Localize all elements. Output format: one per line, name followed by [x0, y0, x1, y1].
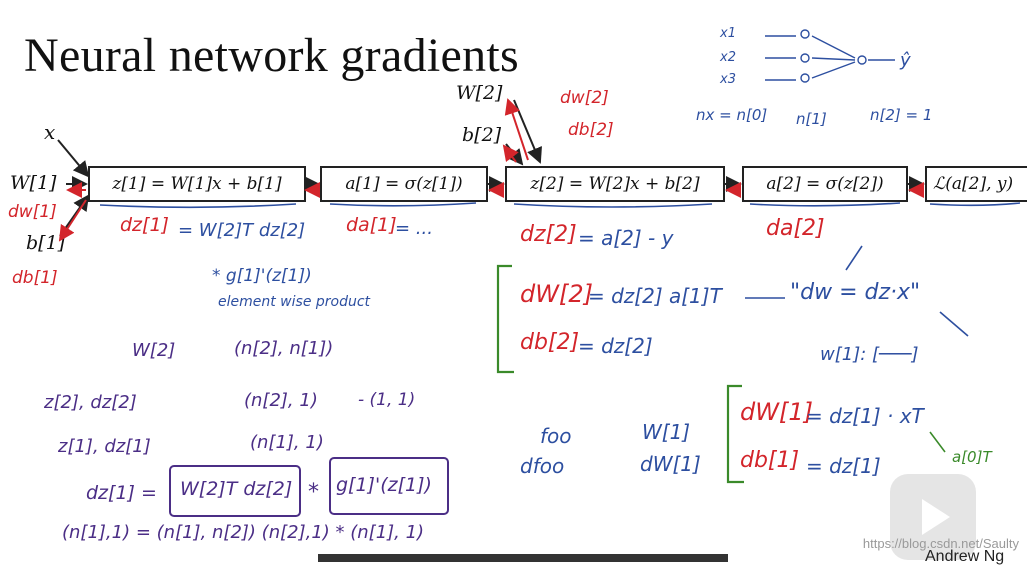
dw-rule-note: "dw = dz·x": [790, 280, 921, 305]
dw2-annotation: dw[2]: [560, 88, 609, 108]
dW1-equation: = dz[1] · xT: [806, 404, 924, 428]
n1-1-shape: (n[1], 1): [250, 432, 324, 453]
n2n1-shape: (n[2], n[1]): [234, 338, 334, 359]
watermark: https://blog.csdn.net/Saulty: [862, 536, 1019, 551]
net-x1: x1: [720, 26, 736, 41]
x-input-label: x: [44, 120, 56, 144]
dW1-label-blue: dW[1]: [640, 452, 701, 476]
dz2-equation: = a[2] - y: [578, 226, 674, 250]
hadamard-times: *: [308, 480, 319, 505]
da2-label: da[2]: [766, 216, 825, 241]
a0T-note: a[0]T: [952, 448, 992, 466]
b2-input-label: b[2]: [462, 124, 502, 146]
dW2-equation: = dz[2] a[1]T: [588, 284, 722, 308]
n2-1-shape: (n[2], 1): [244, 390, 318, 411]
db2-label: db[2]: [520, 330, 580, 355]
z1-node: z[1] = W[1]x + b[1]: [88, 166, 306, 202]
da1-equation: = ...: [395, 218, 433, 239]
db2-annotation: db[2]: [568, 120, 614, 140]
w2-input-label: W[2]: [456, 82, 503, 104]
W2T-dz2-term: W[2]T dz[2]: [180, 478, 293, 500]
foo-label: foo: [540, 424, 572, 448]
z1dz1-label: z[1], dz[1]: [58, 436, 151, 457]
slide-title: Neural network gradients: [24, 29, 520, 82]
play-button[interactable]: [890, 474, 976, 560]
w1-input-label: W[1]: [10, 172, 57, 194]
w1-shape-note: w[1]: [───]: [820, 344, 919, 365]
n1-note: n[1]: [796, 110, 827, 128]
elementwise-note: element wise product: [218, 294, 371, 310]
n2-note: n[2] = 1: [870, 106, 933, 124]
dz1-label: dz[1]: [120, 214, 169, 236]
loss-node: ℒ(a[2], y): [925, 166, 1027, 202]
a1-node: a[1] = σ(z[1]): [320, 166, 488, 202]
z2dz2-label: z[2], dz[2]: [44, 392, 137, 413]
net-x3: x3: [720, 72, 736, 87]
db2-equation: = dz[2]: [578, 334, 653, 358]
dz1-lhs: dz[1] =: [86, 482, 157, 504]
db1-equation: = dz[1]: [806, 454, 881, 478]
da1-label: da[1]: [346, 214, 397, 236]
dw1-annotation: dw[1]: [8, 202, 57, 222]
dW2-label: dW[2]: [520, 280, 593, 308]
db1-label: db[1]: [740, 448, 800, 473]
db1-annotation: db[1]: [12, 268, 58, 288]
z2-node: z[2] = W[2]x + b[2]: [505, 166, 725, 202]
x-to-z1-arrow: [57, 139, 90, 178]
shape-check-line: (n[1],1) = (n[1], n[2]) (n[2],1) * (n[1]…: [62, 522, 425, 543]
net-yhat: ŷ: [900, 50, 911, 71]
nx-note: nx = n[0]: [696, 106, 768, 124]
g1z1-term: g[1]'(z[1]): [336, 474, 432, 496]
one-one-shape: - (1, 1): [358, 390, 416, 410]
play-icon: [922, 499, 950, 535]
dW1-label: dW[1]: [740, 398, 813, 426]
dfoo-label: dfoo: [520, 454, 565, 478]
dz2-label: dz[2]: [520, 222, 577, 247]
b2-to-z2-arrow: [505, 143, 524, 166]
b1-input-label: b[1]: [26, 232, 66, 254]
a2-node: a[2] = σ(z[2]): [742, 166, 908, 202]
net-x2: x2: [720, 50, 736, 65]
g1-prime-note: * g[1]'(z[1]): [212, 266, 312, 286]
author-credit: Andrew Ng: [925, 548, 1005, 565]
video-caption-bar: [318, 554, 728, 562]
dz1-equation: = W[2]T dz[2]: [178, 220, 306, 241]
W2-dim-label: W[2]: [132, 340, 176, 361]
W1-label: W[1]: [642, 420, 691, 444]
